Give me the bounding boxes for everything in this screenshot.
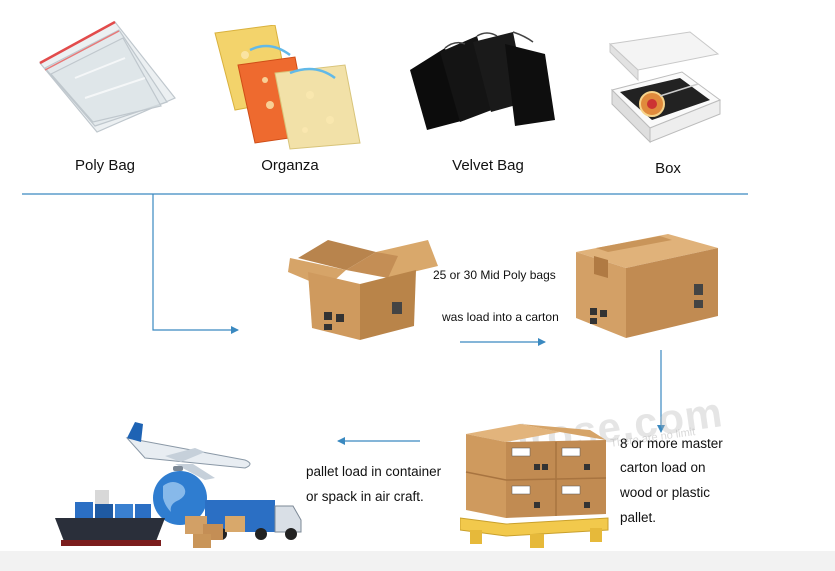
pallet-icon <box>460 424 609 548</box>
pallet-step-line3: wood or plastic <box>620 485 711 500</box>
pallet-step-line2: carton load on <box>620 460 706 475</box>
airplane-icon <box>125 422 251 480</box>
pallet-step-line4: pallet. <box>620 510 657 525</box>
velvet-bag-icon <box>410 31 555 130</box>
poly-bag-label: Poly Bag <box>74 157 136 174</box>
poly-bag-icon <box>39 20 176 133</box>
gift-box-icon <box>608 31 722 144</box>
cargo-ship-icon <box>55 490 165 546</box>
shipping-logistics-icon <box>55 422 302 548</box>
organza-label: Organza <box>261 157 319 174</box>
organza-bag-icon <box>214 25 361 150</box>
shipping-step-line1: pallet load in container <box>306 464 442 479</box>
pallet-step-line1: 8 or more master <box>620 436 723 451</box>
bottom-scroll-area <box>0 551 835 571</box>
velvet-bag-label: Velvet Bag <box>452 157 524 174</box>
sealed-carton-icon <box>576 234 718 338</box>
box-label: Box <box>655 160 681 177</box>
connector-to-carton <box>152 194 239 334</box>
cargo-boxes-icon <box>185 516 245 548</box>
carton-step-line1: 25 or 30 Mid Poly bags <box>433 268 556 282</box>
carton-step-line2: was load into a carton <box>442 310 559 324</box>
open-carton-icon <box>288 240 438 340</box>
shipping-step-line2: or spack in air craft. <box>306 489 424 504</box>
